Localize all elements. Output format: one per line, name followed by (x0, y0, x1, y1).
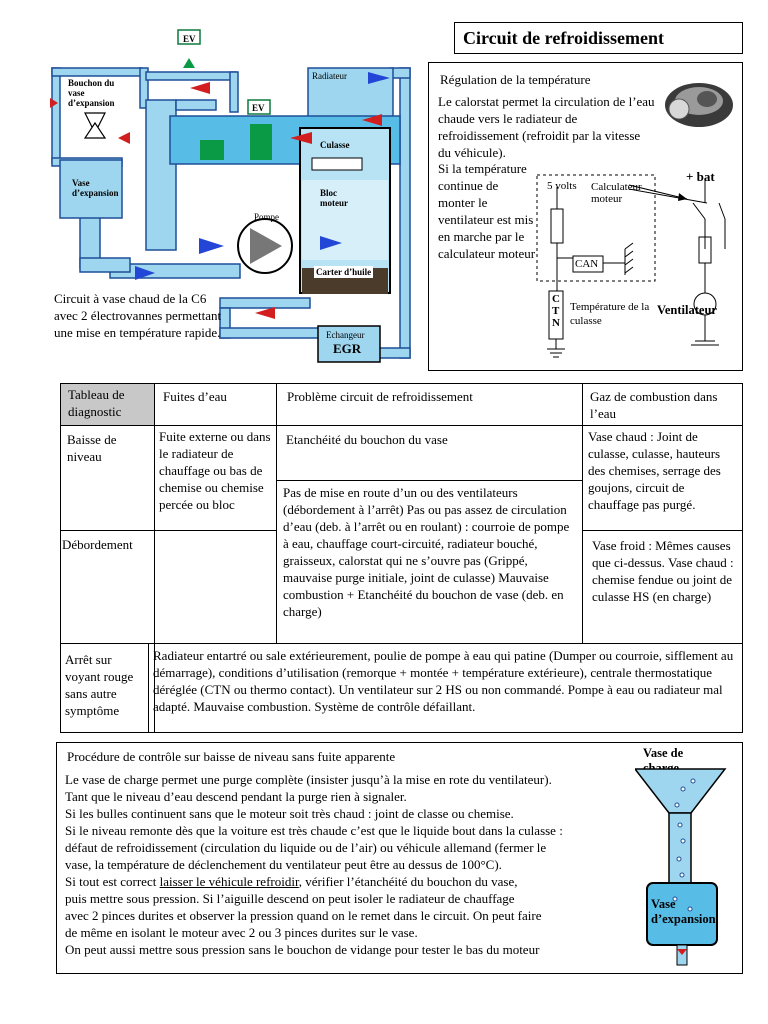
bouchon-label: Bouchon du vase d’expansion (68, 78, 130, 108)
procedure-line: défaut de refroidissement (circulation d… (65, 839, 705, 856)
bat-label: + bat (686, 169, 715, 185)
ev-mid-label: EV (252, 103, 265, 113)
procedure-line-part: Si tout est correct (65, 874, 160, 889)
ctn-label: C T N (552, 293, 560, 329)
procedure-line: Le vase de charge permet une purge compl… (65, 771, 705, 788)
row1-gaz: Vase chaud : Joint de culasse, culasse, … (583, 426, 742, 515)
procedure-line: puis mettre sous pression. Si l’aiguille… (65, 890, 705, 907)
row3-label: Arrêt sur voyant rouge sans autre symptô… (60, 649, 152, 721)
title-box: Circuit de refroidissement (454, 22, 743, 54)
header-diagnostic: Tableau de diagnostic (63, 384, 155, 422)
egr-label: EGR (333, 341, 361, 356)
regulation-heading: Régulation de la température (440, 71, 591, 88)
procedure-line: On peut aussi mettre sous pression sans … (65, 941, 705, 958)
page-title: Circuit de refroidissement (463, 28, 664, 48)
row1-fuites: Fuite externe ou dans le radiateur de ch… (155, 426, 277, 515)
procedure-line: Si les bulles continuent sans que le mot… (65, 805, 705, 822)
radiateur-label: Radiateur (312, 71, 347, 81)
can-label: CAN (575, 259, 598, 270)
charge-tank-illustration (635, 759, 735, 969)
procedure-line: avec 2 pinces durites et observer la pre… (65, 907, 705, 924)
ev-top-label: EV (183, 34, 196, 44)
procedure-line: de même en isolant le moteur avec 2 ou 3… (65, 924, 705, 941)
bloc-label: Bloc moteur (320, 188, 360, 208)
ventilateur-label: Ventilateur (657, 303, 717, 318)
regulation-para2: Si la température continue de monter le … (438, 160, 538, 262)
procedure-emphasis: laisser le véhicule refroidir (160, 874, 299, 889)
procedure-text: Le vase de charge permet une purge compl… (65, 771, 705, 958)
header-fuites: Fuites d’eau (158, 386, 276, 407)
procedure-line: Tant que le niveau d’eau descend pendant… (65, 788, 705, 805)
cooling-circuit-diagram: EV EV Bouchon du vase d’expansion Vase d… (50, 28, 420, 368)
row1-probleme: Etanchéité du bouchon du vase (281, 429, 581, 450)
temp-culasse-label: Température de la culasse (570, 300, 662, 328)
thermostat-image (657, 71, 739, 137)
procedure-panel: Procédure de contrôle sur baisse de nive… (56, 742, 743, 974)
diagram-caption: Circuit à vase chaud de la C6 avec 2 éle… (54, 290, 226, 341)
table-cell (154, 530, 277, 644)
procedure-line: Si tout est correct laisser le véhicule … (65, 873, 705, 890)
regulation-para1: Le calorstat permet la circulation de l’… (438, 93, 656, 161)
row2-label: Débordement (57, 534, 155, 555)
procedure-line-part: , vérifier l’étanchéité du bouchon du va… (299, 874, 518, 889)
row2-probleme: Pas de mise en route d’un ou des ventila… (278, 482, 582, 622)
row1-label: Baisse de niveau (62, 429, 154, 467)
five-volts-label: 5 volts (547, 181, 577, 192)
carter-label: Carter d’huile (314, 266, 373, 278)
row3-text: Radiateur entartré ou sale extérieuremen… (148, 645, 742, 717)
echangeur-label: Echangeur (326, 330, 364, 340)
row2-gaz: Vase froid : Mêmes causes que ci-dessus.… (587, 535, 739, 607)
procedure-line: vase, la température de déclenchement du… (65, 856, 705, 873)
header-gaz: Gaz de combustion dans l’eau (585, 386, 740, 424)
culasse-label: Culasse (320, 140, 350, 150)
procedure-line: Si le niveau remonte dès que la voiture … (65, 822, 705, 839)
pompe-label: Pompe (254, 212, 279, 222)
procedure-title: Procédure de contrôle sur baisse de nive… (67, 748, 395, 765)
header-probleme: Problème circuit de refroidissement (282, 386, 582, 407)
vase-label: Vase d’expansion (72, 178, 127, 198)
calculateur-label: Calculateur moteur (591, 181, 651, 205)
vase-expansion-label: Vase d’expansion (651, 897, 731, 927)
regulation-panel: Régulation de la température Le calorsta… (428, 62, 743, 371)
